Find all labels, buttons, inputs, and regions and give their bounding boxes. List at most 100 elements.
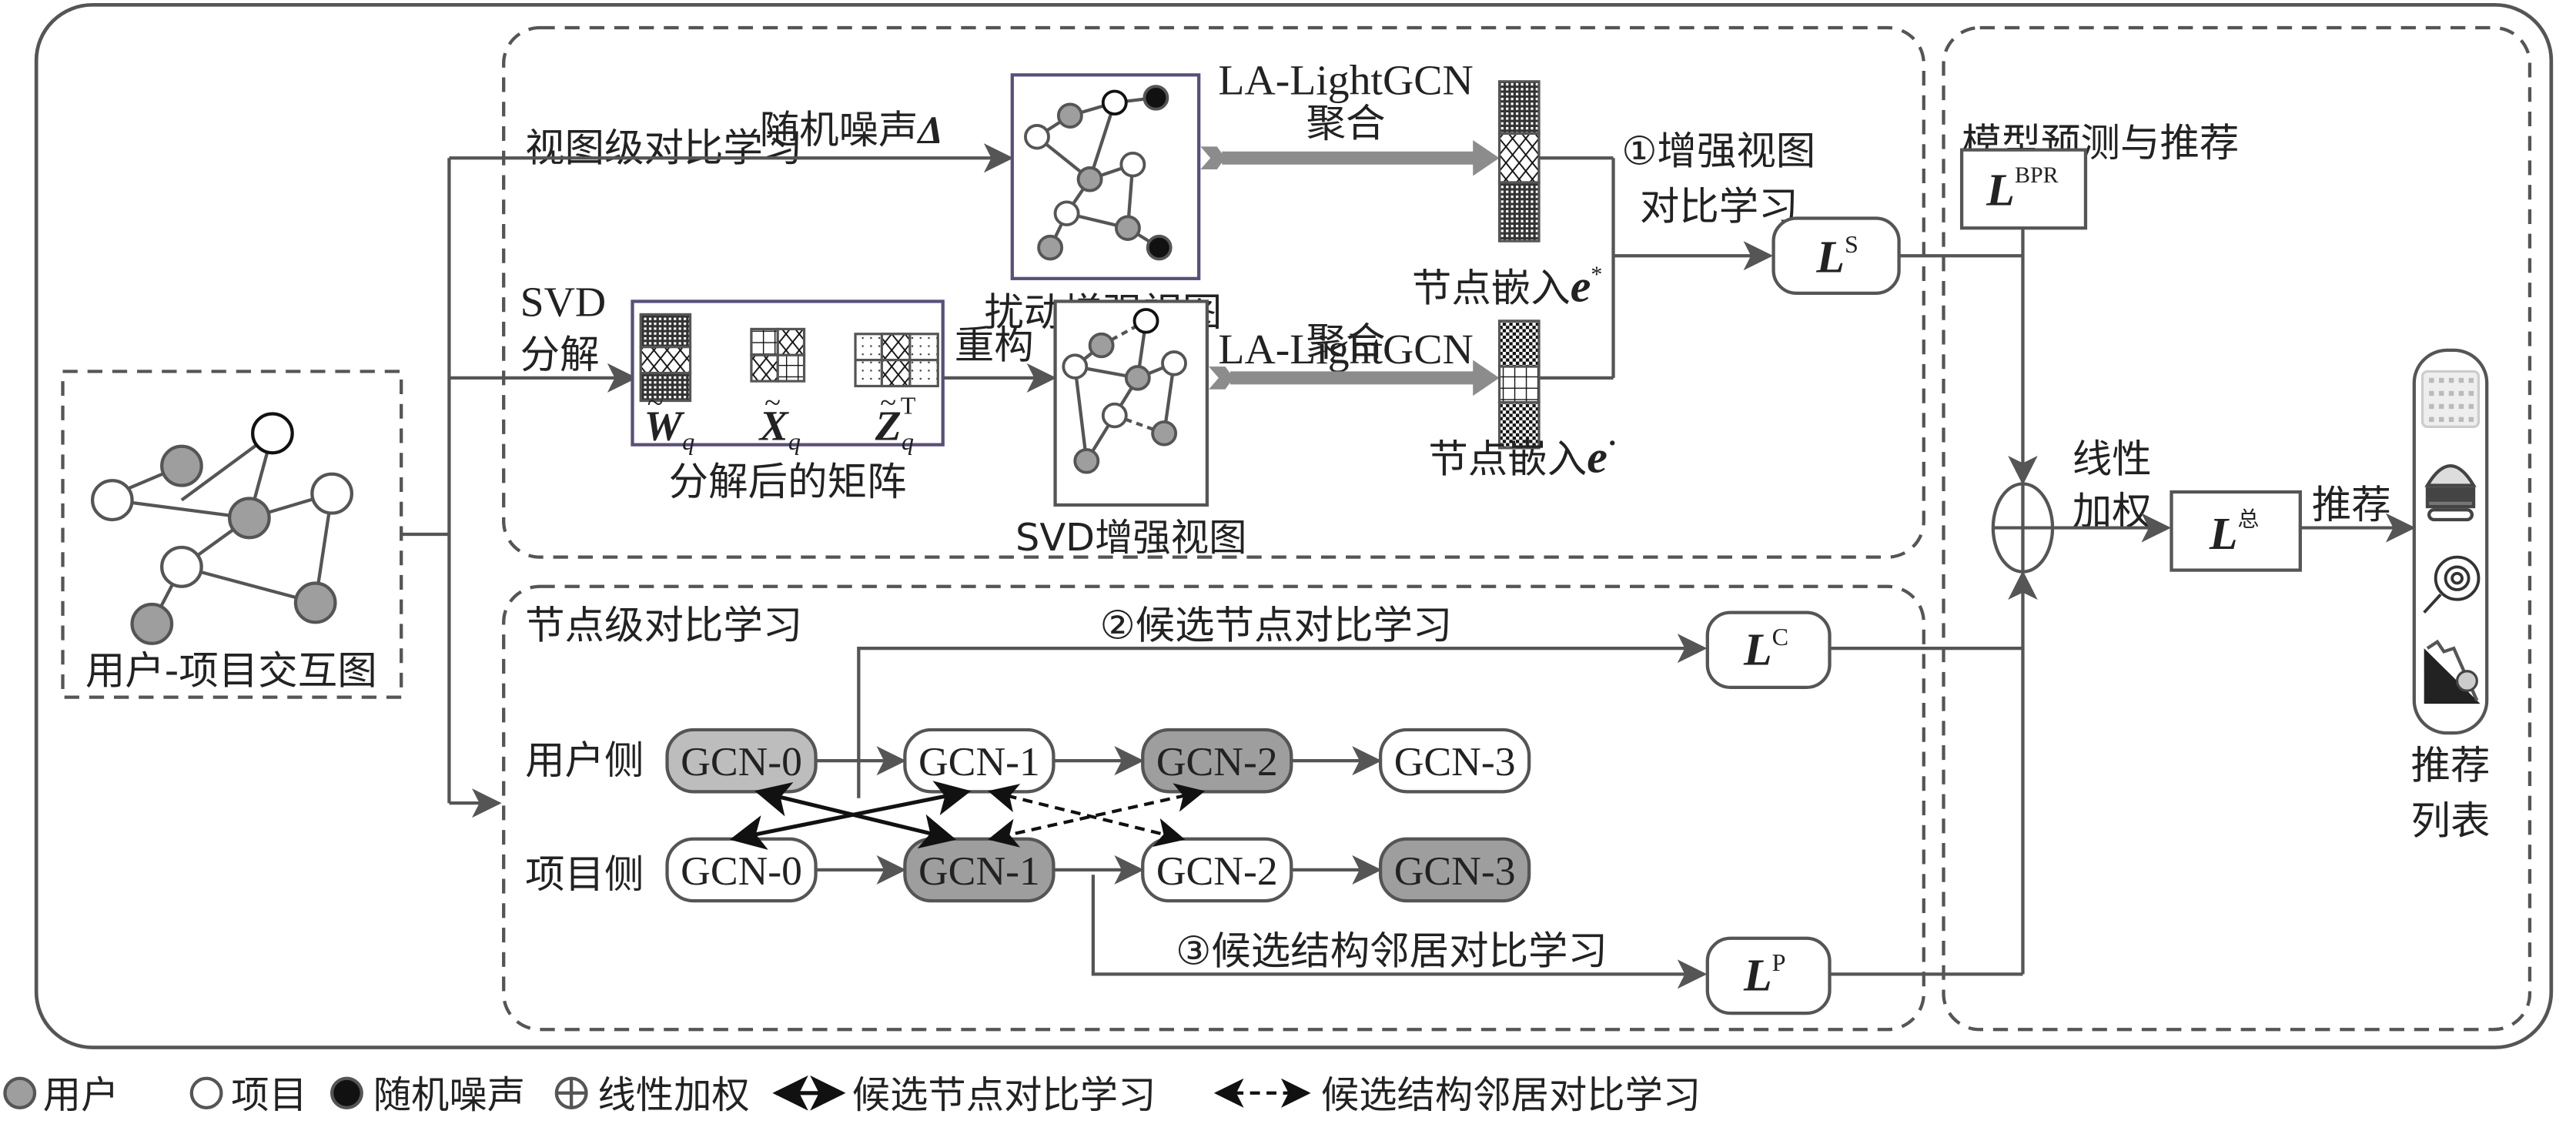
loss-ls: LS bbox=[1771, 216, 1901, 295]
perturbed-view-graph: 扰动增强视图 bbox=[984, 73, 1222, 336]
user-node bbox=[1151, 420, 1178, 447]
view-cl-label: ①增强视图 bbox=[1621, 129, 1815, 175]
legend-solid-arrow-label: 候选节点对比学习 bbox=[852, 1073, 1156, 1117]
noise-label: 随机噪声Δ bbox=[760, 109, 943, 154]
user-side-gcn-layer-0: GCN-0 bbox=[665, 728, 818, 794]
legend: 用户 项目 随机噪声 线性加权 候选节点对比学习 候选结构邻居对比学习 bbox=[3, 1073, 1701, 1117]
tilde-mark: ~ bbox=[880, 387, 896, 420]
item-side-gcn-layer-1: GCN-1 bbox=[903, 837, 1055, 903]
item-node bbox=[1024, 124, 1050, 150]
item-side-gcn-layer-3: GCN-3 bbox=[1378, 837, 1531, 903]
matrix-w-label: Wq bbox=[644, 403, 695, 455]
legend-noise-icon bbox=[330, 1076, 363, 1109]
user-node bbox=[1115, 215, 1141, 241]
matrices-caption: 分解后的矩阵 bbox=[669, 460, 907, 506]
item-node bbox=[1101, 89, 1128, 116]
user-node bbox=[130, 602, 174, 645]
panel-title-node-level: 节点级对比学习 bbox=[525, 604, 802, 649]
item-side-label: 项目侧 bbox=[525, 853, 644, 898]
user-node bbox=[293, 581, 337, 624]
candidate-structure-cl-label: ③候选结构邻居对比学习 bbox=[1176, 929, 1607, 975]
gcn-layer-box bbox=[1378, 837, 1531, 903]
gcn-layer-label: GCN-3 bbox=[1394, 848, 1516, 894]
legend-dashed-arrow-label: 候选结构邻居对比学习 bbox=[1321, 1073, 1701, 1117]
item-node bbox=[1101, 402, 1128, 429]
item-node bbox=[1119, 151, 1146, 178]
legend-noise-label: 随机噪声 bbox=[373, 1073, 525, 1117]
noise-node bbox=[1142, 85, 1169, 111]
item-node bbox=[160, 545, 203, 588]
item-node bbox=[90, 479, 134, 522]
recommendation-list: 推荐 列表 bbox=[2411, 348, 2491, 845]
legend-user-label: 用户 bbox=[43, 1073, 119, 1117]
gcn-layer-label: GCN-3 bbox=[1394, 740, 1516, 785]
user-node bbox=[227, 497, 271, 540]
matrix-x bbox=[750, 327, 806, 383]
item-node bbox=[1132, 308, 1159, 334]
panel-title-view-level: 视图级对比学习 bbox=[525, 126, 802, 172]
view-cl-connectors bbox=[1539, 156, 1774, 380]
loss-lp: LP bbox=[1705, 936, 1832, 1015]
aggregation-top-sublabel: 聚合 bbox=[1306, 102, 1386, 147]
item-side-gcn-layer-2: GCN-2 bbox=[1141, 837, 1293, 903]
gcn-layer-label: GCN-2 bbox=[1156, 740, 1278, 785]
tilde-mark: ~ bbox=[764, 387, 781, 420]
aggregation-top: LA-LightGCN 聚合 bbox=[1200, 57, 1500, 176]
candidate-node-cl-label: ②候选节点对比学习 bbox=[1099, 604, 1452, 649]
loss-combine-connectors bbox=[1829, 228, 2038, 976]
svd-view-label: SVD增强视图 bbox=[1015, 516, 1246, 560]
item-side-gcn-layer-0: GCN-0 bbox=[665, 837, 818, 903]
item-node bbox=[310, 472, 354, 515]
user-node bbox=[160, 444, 203, 487]
aggregation-arrow-bottom bbox=[1209, 360, 1500, 396]
user-side-label: 用户侧 bbox=[525, 738, 644, 784]
item-node bbox=[1161, 350, 1187, 376]
legend-item-label: 项目 bbox=[231, 1073, 307, 1117]
linear-weight-label: 线性 bbox=[2073, 437, 2152, 483]
gcn-layer-label: GCN-2 bbox=[1156, 848, 1278, 894]
user-node bbox=[1073, 448, 1100, 474]
matrix-w bbox=[639, 313, 692, 403]
panel-view-level: 视图级对比学习 bbox=[502, 25, 1925, 559]
lollipop-icon bbox=[2423, 555, 2481, 614]
gcn-layer-label: GCN-0 bbox=[681, 848, 802, 894]
recommend-label: 推荐 bbox=[2312, 483, 2391, 528]
user-side-gcn-layer-3: GCN-3 bbox=[1378, 728, 1531, 794]
loss-total: L总 bbox=[2170, 490, 2302, 572]
embedding-bottom-label: 节点嵌入e· bbox=[1428, 427, 1617, 482]
aggregation-top-label: LA-LightGCN bbox=[1218, 57, 1473, 104]
outer-frame bbox=[34, 3, 2554, 1049]
decomposed-matrices: Wq ~ Xq ~ ZqT ~ 分解后的矩阵 bbox=[631, 299, 945, 506]
noise-node bbox=[1146, 234, 1173, 261]
embedding-top-label: 节点嵌入e* bbox=[1412, 261, 1603, 312]
svd-decompose-label: 分解 bbox=[520, 333, 600, 379]
loss-lc-label: LC bbox=[1743, 624, 1788, 674]
user-node bbox=[1124, 365, 1151, 391]
loss-ls-label: LS bbox=[1815, 231, 1858, 282]
legend-user-icon bbox=[3, 1076, 37, 1109]
gcn-layer-label: GCN-1 bbox=[918, 740, 1040, 785]
burger-icon bbox=[2424, 464, 2477, 522]
aggregation-bottom: LA-LightGCN 聚合 bbox=[1209, 320, 1500, 396]
embedding-vector-top: 节点嵌入e* bbox=[1412, 80, 1603, 312]
svd-view-graph: SVD增强视图 bbox=[1015, 299, 1246, 560]
user-node bbox=[1056, 102, 1083, 129]
svd-label: SVD bbox=[520, 279, 607, 326]
item-node bbox=[1062, 353, 1089, 380]
aggregation-bottom-sublabel: 聚合 bbox=[1306, 320, 1386, 366]
recommend-list-sublabel: 列表 bbox=[2411, 799, 2491, 845]
matrix-x-label: Xq bbox=[758, 403, 801, 455]
legend-oplus-label: 线性加权 bbox=[597, 1073, 749, 1117]
matrix-z bbox=[854, 333, 939, 388]
gcn-layer-label: GCN-1 bbox=[918, 848, 1040, 894]
gcn-layer-label: GCN-0 bbox=[681, 740, 802, 785]
input-graph-label: 用户-项目交互图 bbox=[85, 649, 377, 694]
candidate-structure-connector bbox=[1091, 875, 1708, 989]
embedding-vector-bottom: 节点嵌入e· bbox=[1428, 319, 1618, 483]
candidate-structure-cl-arrows bbox=[988, 783, 1206, 848]
user-item-graph: 用户-项目交互图 bbox=[61, 370, 403, 699]
user-side-gcn-layer-2: GCN-2 bbox=[1141, 728, 1293, 794]
loss-lp-label: LP bbox=[1743, 949, 1786, 1000]
item-node bbox=[251, 412, 294, 455]
